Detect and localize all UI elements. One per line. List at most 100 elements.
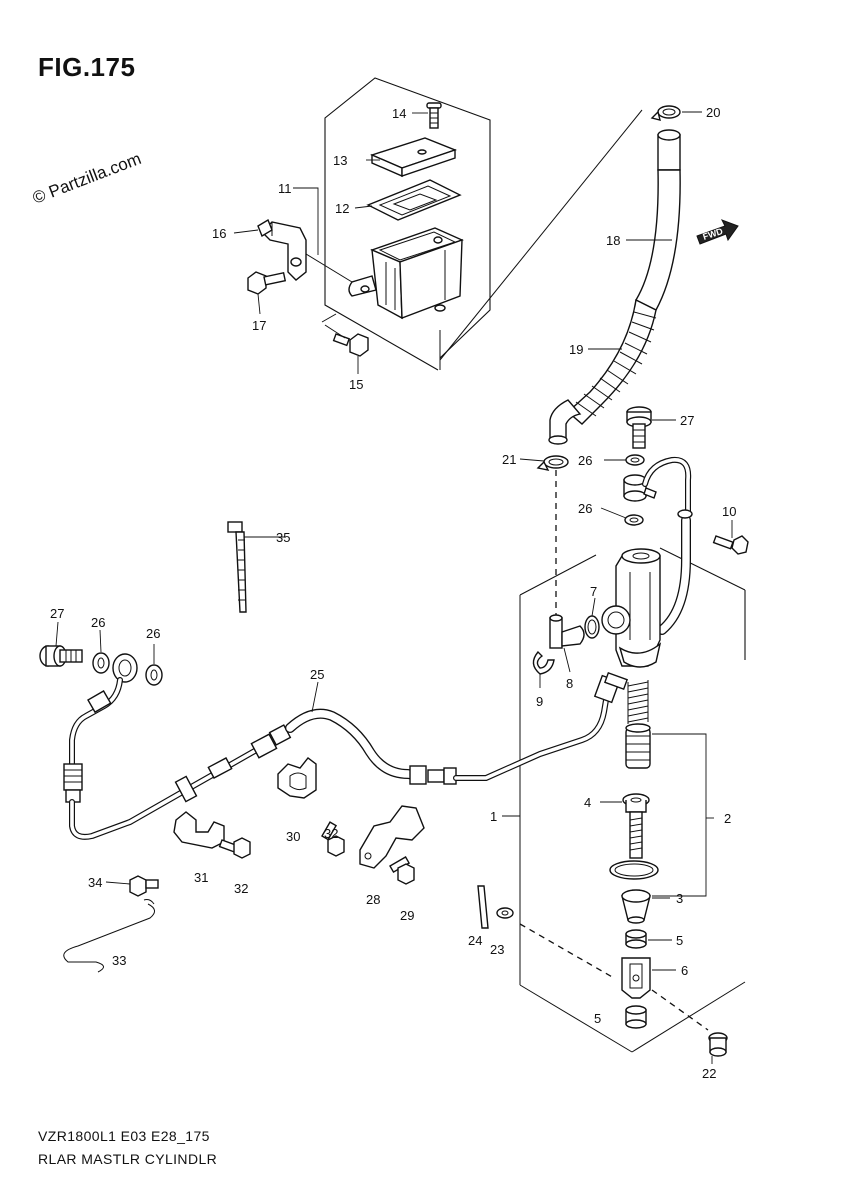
hose-clamp-20[interactable] (650, 105, 681, 121)
piston-kit-2[interactable] (625, 723, 651, 769)
callout-26-left-b: 26 (146, 626, 160, 641)
callout-30: 30 (286, 829, 300, 844)
hose-clamp-21[interactable] (536, 455, 569, 471)
callout-5-lower: 5 (594, 1011, 601, 1026)
callout-8: 8 (566, 676, 573, 691)
callout-19: 19 (569, 342, 583, 357)
clamp-bolt-32-upper[interactable] (321, 821, 345, 857)
reservoir-hose-assembly (536, 105, 681, 618)
reservoir-body-11[interactable] (348, 227, 464, 320)
lock-nut-5-lower[interactable] (625, 1005, 647, 1029)
fwd-direction-arrow: FWD (696, 219, 739, 245)
callout-11: 11 (278, 181, 292, 196)
callout-27-left: 27 (50, 606, 64, 621)
callout-1: 1 (490, 809, 497, 824)
callout-4: 4 (584, 795, 591, 810)
callout-26-top: 26 (578, 453, 592, 468)
pipe-bracket-31[interactable] (173, 811, 225, 849)
model-code: VZR1800L1 E03 E28_175 (38, 1128, 210, 1144)
cap-screw-14[interactable] (426, 102, 442, 129)
reservoir-hose-19[interactable] (548, 298, 657, 445)
mounting-bolt-10[interactable] (712, 535, 749, 555)
washer-26-upper[interactable] (625, 454, 645, 466)
callout-33: 33 (112, 953, 126, 968)
diagram-name: RLAR MASTLR CYLINDLR (38, 1151, 218, 1167)
hose-connector-8[interactable] (549, 614, 585, 649)
cable-tie-35[interactable] (227, 521, 247, 613)
callout-17: 17 (252, 318, 266, 333)
callout-27-top: 27 (680, 413, 694, 428)
callout-13: 13 (333, 153, 347, 168)
brake-pipe-lower[interactable] (69, 745, 263, 840)
callout-25: 25 (310, 667, 324, 682)
callout-15: 15 (349, 377, 363, 392)
washer-26-left-a[interactable] (92, 652, 110, 674)
reservoir-bracket-16[interactable] (257, 218, 353, 283)
master-cylinder-body-1[interactable] (601, 548, 662, 668)
callout-18: 18 (606, 233, 620, 248)
washer-26-lower[interactable] (624, 514, 644, 526)
callout-5-upper: 5 (676, 933, 683, 948)
callout-3: 3 (676, 891, 683, 906)
callout-16: 16 (212, 226, 226, 241)
o-ring-7[interactable] (584, 615, 600, 639)
callout-26-left-a: 26 (91, 615, 105, 630)
reservoir-cap-13[interactable] (370, 137, 458, 178)
pushrod-boot-4[interactable] (622, 793, 650, 813)
reservoir-assembly (247, 77, 643, 371)
clevis-pin-22[interactable] (651, 989, 728, 1057)
brake-line-assembly (39, 645, 629, 840)
callout-7: 7 (590, 584, 597, 599)
brake-pipe-left[interactable] (69, 677, 123, 773)
callout-labels: 1 2 3 4 5 5 6 7 8 9 10 11 12 13 14 15 16… (50, 105, 736, 1081)
callout-31: 31 (194, 870, 208, 885)
reservoir-bolt-15[interactable] (321, 313, 369, 357)
cotter-pin-24[interactable] (477, 885, 489, 929)
callout-29: 29 (400, 908, 414, 923)
leader-lines (55, 111, 733, 1064)
pipe-bracket-28[interactable] (359, 805, 425, 869)
dust-boot-3[interactable] (621, 889, 651, 924)
reservoir-hose-18[interactable] (635, 129, 681, 311)
union-bolt-27-left[interactable] (39, 645, 83, 667)
bracket-bolt-29[interactable] (389, 856, 415, 885)
callout-32-lower: 32 (234, 881, 248, 896)
brake-hose-25[interactable] (285, 708, 457, 785)
bracket-bolt-32-lower[interactable] (218, 837, 251, 859)
callout-2: 2 (724, 811, 731, 826)
callout-10: 10 (722, 504, 736, 519)
union-bolt-27-top[interactable] (626, 406, 652, 449)
union-fitting[interactable] (623, 456, 692, 517)
callout-34: 34 (88, 875, 102, 890)
washer-26-left-b[interactable] (145, 664, 163, 686)
snap-ring[interactable] (609, 860, 659, 880)
callout-6: 6 (681, 963, 688, 978)
reservoir-hose-guide-line (439, 109, 643, 361)
callout-24: 24 (468, 933, 482, 948)
callout-22: 22 (702, 1066, 716, 1081)
diaphragm-plate-12[interactable] (366, 179, 462, 221)
pushrod[interactable] (629, 811, 643, 859)
pipe-clamp-30[interactable] (277, 757, 317, 799)
bracket-bolt-17[interactable] (247, 271, 287, 295)
return-spring[interactable] (627, 680, 649, 724)
callout-20: 20 (706, 105, 720, 120)
lock-nut-5[interactable] (625, 929, 647, 949)
callout-32-upper: 32 (324, 826, 338, 841)
figure-title: FIG.175 (38, 52, 136, 82)
callout-23: 23 (490, 942, 504, 957)
callout-14: 14 (392, 106, 406, 121)
wire-clip-33[interactable] (63, 899, 155, 973)
circlip-9[interactable] (532, 650, 555, 675)
clip-bolt-34[interactable] (129, 875, 159, 897)
callout-9: 9 (536, 694, 543, 709)
callout-26-mid: 26 (578, 501, 592, 516)
callout-12: 12 (335, 201, 349, 216)
callout-28: 28 (366, 892, 380, 907)
washer-23[interactable] (496, 907, 615, 979)
master-cylinder-group (477, 406, 749, 1057)
clevis-6[interactable] (621, 957, 651, 999)
banjo-fitting[interactable] (112, 653, 138, 683)
callout-35: 35 (276, 530, 290, 545)
